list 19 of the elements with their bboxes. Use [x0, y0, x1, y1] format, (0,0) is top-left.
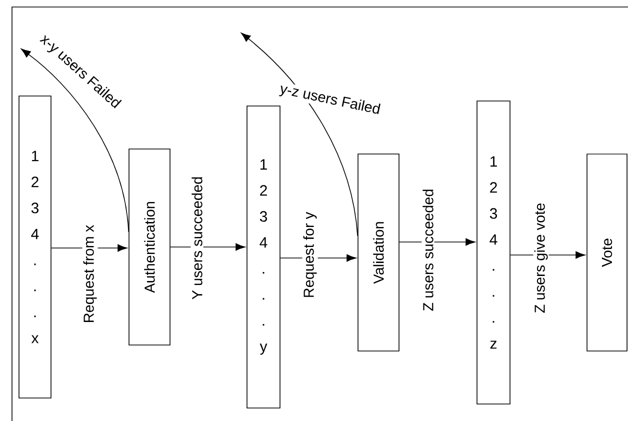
edge-label: Z users succeeded [422, 188, 434, 312]
edge-label: Z users give vote [533, 202, 549, 314]
process-box [358, 154, 400, 352]
edge-label: Y users succeeded [190, 175, 204, 301]
edge-label: Request from x [82, 224, 98, 324]
box-label: Validation [373, 222, 384, 284]
arrow [399, 238, 476, 246]
box-label: Authentication [144, 202, 155, 293]
arrow [20, 48, 129, 232]
arrow [240, 32, 358, 236]
edge-label: Request for y [302, 210, 318, 300]
process-box [586, 154, 628, 352]
list-box: 1 2 3 4 . . . x [18, 96, 52, 398]
process-box [128, 148, 170, 346]
box-label: Vote [602, 238, 612, 267]
arrow [170, 243, 246, 251]
list-box: 1 2 3 4 . . . z [476, 100, 510, 404]
edge-label: y-z users Failed [277, 82, 383, 118]
list-box: 1 2 3 4 . . . y [246, 106, 280, 408]
